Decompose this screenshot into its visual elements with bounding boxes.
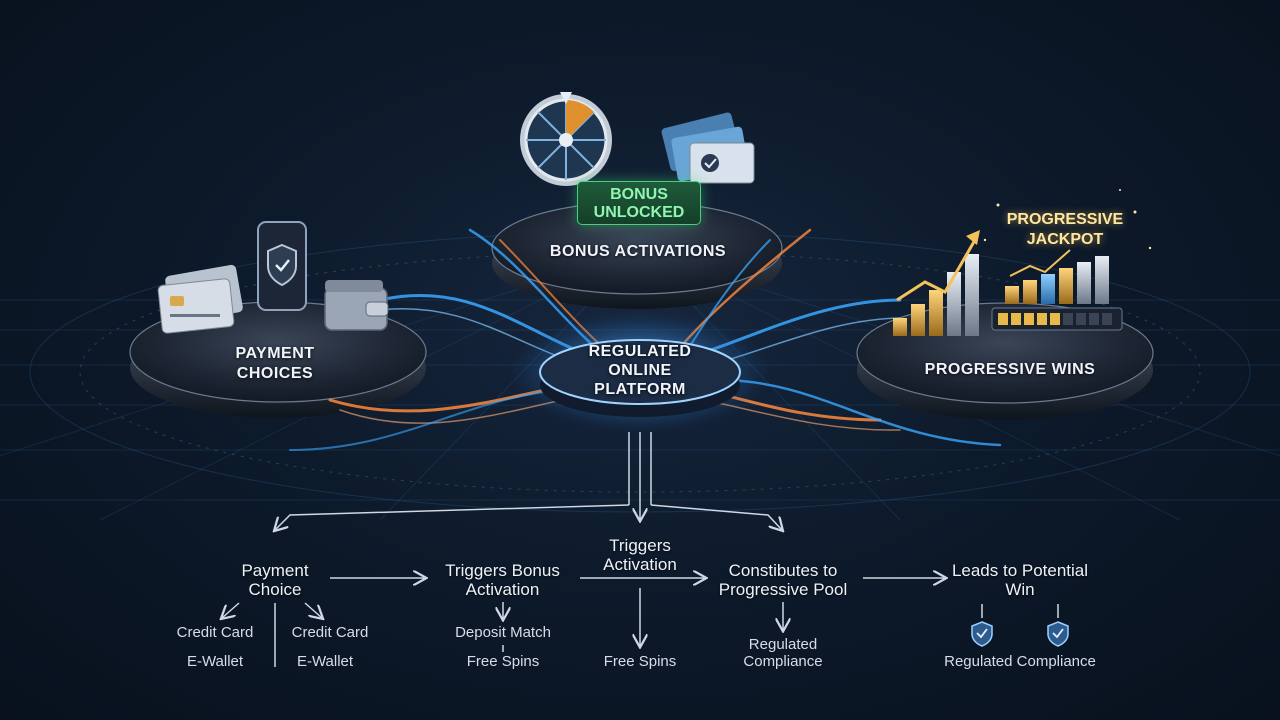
bar-chart-icon <box>893 230 1123 336</box>
credit-card-icon <box>157 264 243 334</box>
detail-deposit-match: Deposit Match <box>455 624 551 641</box>
bonus-activations-label: Bonus Activations <box>549 243 727 260</box>
detail-free-spins-right: Free Spins <box>603 653 677 670</box>
shield-check-icon <box>971 621 1069 647</box>
central-hub <box>510 312 770 432</box>
progressive-jackpot-title: Progressive Jackpot <box>1006 211 1124 248</box>
detail-regulated-compliance-right: Regulated Compliance <box>944 653 1096 670</box>
regulated-platform-label: Regulated Online Platform <box>588 343 692 398</box>
detail-credit-card-left: Credit Card <box>176 624 254 641</box>
flow-step-payment-choice: Payment Choice <box>241 561 309 599</box>
wallet-icon <box>324 280 389 331</box>
bonus-unlocked-badge: Bonus Unlocked <box>577 181 701 225</box>
detail-credit-card-right: Credit Card <box>291 624 369 641</box>
detail-free-spins-left: Free Spins <box>466 653 540 670</box>
flow-step-triggers-bonus: Triggers Bonus Activation <box>445 561 560 599</box>
detail-ewallet-left: E-Wallet <box>186 653 244 670</box>
flow-arrows <box>222 578 1059 667</box>
hub-connectors <box>275 432 782 530</box>
progressive-wins-label: Progressive Wins <box>924 361 1096 378</box>
detail-regulated-compliance-mid: Regulated Compliance <box>743 636 823 670</box>
flow-step-progressive-pool: Constibutes to Progressive Pool <box>718 561 848 599</box>
payment-choices-label: Payment Choices <box>235 345 315 382</box>
sparkle-decor <box>983 189 1152 250</box>
phone-shield-icon <box>257 221 307 311</box>
bonus-platform <box>491 201 783 309</box>
ticket-icon <box>661 112 755 184</box>
jackpot-meter <box>991 307 1123 331</box>
prize-wheel-icon <box>520 92 612 186</box>
flow-step-potential-win: Leads to Potential Win <box>951 561 1089 599</box>
detail-ewallet-right: E-Wallet <box>296 653 354 670</box>
flow-step-triggers-activation: Triggers Activation <box>603 536 677 574</box>
